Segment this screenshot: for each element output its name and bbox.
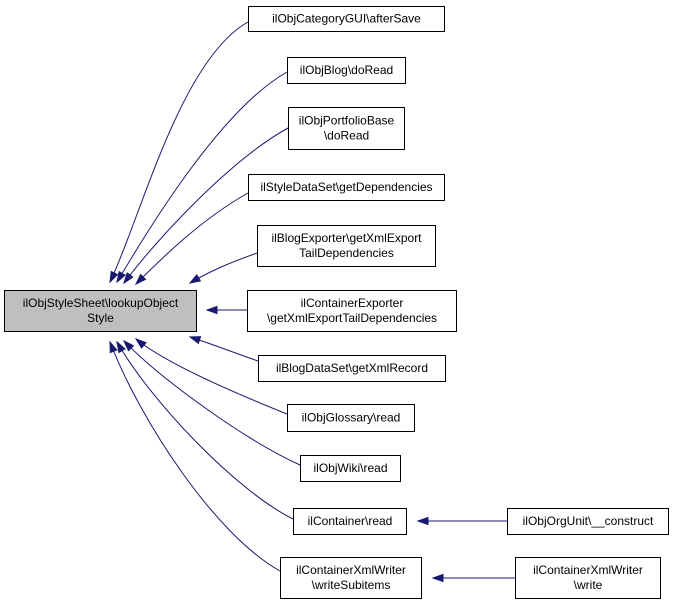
node-box <box>257 225 436 267</box>
arrowhead-n12-to-n10 <box>416 516 429 526</box>
node-box <box>248 6 445 32</box>
caller-node[interactable]: ilObjWiki\read <box>300 455 401 482</box>
node-label: ilBlogExporter\getXmlExport <box>271 231 422 245</box>
edge-n8-to-root <box>135 338 288 415</box>
caller-node[interactable]: ilObjBlog\doRead <box>287 57 406 84</box>
arrowhead-n7-to-root <box>188 336 202 345</box>
edges-layer <box>109 21 515 583</box>
arrowhead-n2-to-root <box>116 270 126 284</box>
edge-n2-to-root <box>116 71 288 283</box>
node-box <box>258 355 446 382</box>
edge-n5-to-root <box>189 252 258 284</box>
node-label: ilBlogDataSet\getXmlRecord <box>276 361 428 375</box>
node-box <box>300 455 401 482</box>
edge-n3-to-root <box>123 127 289 284</box>
caller-node[interactable]: ilObjPortfolioBase\doRead <box>288 107 405 150</box>
node-box <box>287 404 415 432</box>
node-label: ilStyleDataSet\getDependencies <box>260 180 432 194</box>
node-label: ilObjWiki\read <box>313 461 387 475</box>
node-box <box>4 290 197 332</box>
arrowhead-n1-to-root <box>109 270 119 284</box>
node-box <box>507 508 669 535</box>
caller-node[interactable]: ilBlogDataSet\getXmlRecord <box>258 355 446 382</box>
caller-node[interactable]: ilContainer\read <box>293 508 407 535</box>
node-box <box>288 107 405 150</box>
node-label: \getXmlExportTailDependencies <box>267 311 437 325</box>
caller-node[interactable]: ilContainerExporter\getXmlExportTailDepe… <box>247 290 457 332</box>
caller-node[interactable]: ilStyleDataSet\getDependencies <box>248 174 445 201</box>
node-label: ilObjBlog\doRead <box>300 63 393 77</box>
arrowhead-n6-to-root <box>205 305 218 315</box>
node-box <box>293 508 407 535</box>
arrowhead-n5-to-root <box>188 274 202 284</box>
edge-n9-to-root <box>123 340 301 466</box>
caller-node[interactable]: ilContainerXmlWriter\write <box>515 557 661 599</box>
node-label: ilContainerExporter <box>301 296 404 310</box>
node-box <box>515 557 661 599</box>
arrowhead-n4-to-root <box>134 273 147 286</box>
edge-n7-to-root <box>189 336 259 362</box>
node-label: ilObjStyleSheet\lookupObject <box>23 296 179 310</box>
arrowhead-n9-to-root <box>122 339 135 352</box>
edge-n1-to-root <box>109 21 249 283</box>
arrowhead-n13-to-n11 <box>431 573 444 583</box>
node-label: \write <box>574 578 603 592</box>
node-label: ilObjOrgUnit\__construct <box>523 514 654 528</box>
node-label: ilContainerXmlWriter <box>296 563 406 577</box>
arrowhead-n3-to-root <box>123 272 134 285</box>
node-label: ilObjGlossary\read <box>302 411 401 425</box>
node-box <box>248 174 445 201</box>
caller-node[interactable]: ilBlogExporter\getXmlExportTailDependenc… <box>257 225 436 267</box>
node-label: \doRead <box>324 129 369 143</box>
node-box <box>247 290 457 332</box>
caller-node[interactable]: ilObjGlossary\read <box>287 404 415 432</box>
arrowhead-n8-to-root <box>134 338 147 349</box>
arrowhead-n10-to-root <box>116 340 126 354</box>
node-label: ilObjCategoryGUI\afterSave <box>272 12 421 26</box>
caller-node[interactable]: ilContainerXmlWriter\writeSubitems <box>280 557 422 599</box>
node-label: TailDependencies <box>299 246 394 260</box>
caller-node[interactable]: ilObjCategoryGUI\afterSave <box>248 6 445 32</box>
caller-node[interactable]: ilObjOrgUnit\__construct <box>507 508 669 535</box>
edge-n10-to-root <box>116 341 294 520</box>
node-label: ilObjPortfolioBase <box>299 114 395 128</box>
node-box <box>287 57 406 84</box>
node-label: Style <box>87 311 114 325</box>
node-box <box>280 557 422 599</box>
node-label: ilContainerXmlWriter <box>533 563 643 577</box>
edge-n4-to-root <box>135 192 249 285</box>
node-label: \writeSubitems <box>312 578 391 592</box>
node-label: ilContainer\read <box>308 514 393 528</box>
arrowhead-n11-to-root <box>109 340 118 354</box>
edge-n11-to-root <box>109 341 281 572</box>
